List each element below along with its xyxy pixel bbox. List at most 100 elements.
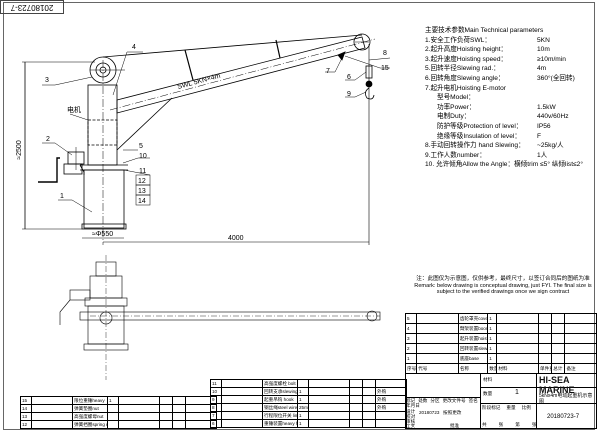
table-cell: 起升装置hoisting device xyxy=(457,333,489,344)
parameter-label: 型号Model： xyxy=(437,94,475,102)
table-row: 2回转装置slewing device1 xyxy=(404,343,597,354)
table-cell: 行程限位开关 limit xyxy=(262,411,298,420)
table-cell xyxy=(221,419,263,428)
revision-header: 标记 xyxy=(406,398,416,403)
table-cell xyxy=(416,343,459,354)
parameter-label: 7.起升电机Hoisting E-motor xyxy=(425,84,506,92)
revision-date: 20180723 xyxy=(419,410,440,415)
parameter-value: 360°(全回转) xyxy=(537,74,575,82)
parameter-value: 5KN xyxy=(537,36,550,44)
remark-cn: 注：此图仅为示意图，仅供参考，最终尺寸，以签订合同后的图纸为准 xyxy=(416,276,590,282)
table-cell: 12 xyxy=(20,420,32,429)
table-cell: 弹簧挡圈spring ring xyxy=(72,420,108,429)
table-cell xyxy=(185,412,217,421)
parameter-value: 10m xyxy=(537,46,550,54)
table-cell xyxy=(31,404,73,413)
table-cell xyxy=(185,396,217,405)
table-cell xyxy=(221,403,263,412)
table-cell: 名称 xyxy=(457,363,489,374)
table-cell xyxy=(551,313,566,324)
parameter-row: 型号Model： xyxy=(425,93,595,103)
parameter-label: 10. 允许倾角Allow the Angle：横倾trim ≤5° 纵倾lis… xyxy=(425,161,583,169)
table-cell xyxy=(349,403,363,412)
callout-3: 3 xyxy=(45,77,49,84)
table-cell: 13 xyxy=(20,412,32,421)
boom-tip-sheave xyxy=(353,33,371,51)
table-cell: 弹簧垫圈nut xyxy=(72,404,108,413)
parameter-row: 防护等级Protection of level：IP56 xyxy=(425,122,595,132)
table-cell xyxy=(551,353,566,364)
table-cell xyxy=(496,313,540,324)
table-cell: 1 xyxy=(297,419,309,428)
parameter-row: 7.起升电机Hoisting E-motor xyxy=(425,84,595,94)
parameter-label: 6.回转角度Slewing angle： xyxy=(425,74,505,82)
parameter-row: 电制Duty：440v/60Hz xyxy=(425,112,595,122)
table-cell: 钢丝绳steel wire dia. xyxy=(262,403,298,412)
table-cell xyxy=(362,387,376,396)
table-cell xyxy=(538,353,553,364)
table-cell xyxy=(308,411,350,420)
parameter-value: 1.5kW xyxy=(537,103,556,111)
table-cell xyxy=(308,387,350,396)
parameter-label: 绝缘等级Insulation of level： xyxy=(437,132,521,140)
parameter-row: 9.工作人数number：1人 xyxy=(425,151,595,161)
table-cell xyxy=(564,323,597,334)
parameter-label: 3.起升速度Hoisting speed： xyxy=(425,55,508,63)
column xyxy=(87,84,118,166)
parameter-row: 1.安全工作负荷SWL：5KN xyxy=(425,36,595,46)
table-cell xyxy=(31,412,73,421)
table-cell: 外购 xyxy=(375,403,407,412)
table-cell: 限位重锤heavy xyxy=(72,396,108,405)
table-cell: 1 xyxy=(487,313,498,324)
table-cell xyxy=(362,403,376,412)
parameter-row: 10. 允许倾角Allow the Angle：横倾trim ≤5° 纵倾lis… xyxy=(425,160,595,170)
table-cell xyxy=(349,411,363,420)
sheet-label: 张 xyxy=(498,422,504,427)
motor-label: 电机 xyxy=(67,105,81,114)
pedestal-base xyxy=(83,169,125,229)
role-label: 审核 xyxy=(406,419,416,424)
table-cell: 11 xyxy=(210,379,222,388)
table-cell xyxy=(221,411,263,420)
callout-4: 4 xyxy=(132,44,136,51)
table-cell xyxy=(496,323,540,334)
callout-2: 2 xyxy=(46,136,50,143)
callout-6: 6 xyxy=(347,74,351,81)
parameter-label: 功率Power： xyxy=(437,103,476,111)
table-cell: 材料 xyxy=(496,363,540,374)
title-block: 材料 数量 1 HI-SEA MARINE 5kNx4m电动起重机示意图 201… xyxy=(405,373,597,429)
table-cell: 1 xyxy=(487,323,498,334)
table-cell xyxy=(416,323,459,334)
table-cell: 起重吊钩 hook xyxy=(262,395,298,404)
table-cell xyxy=(159,412,173,421)
table-cell xyxy=(172,420,186,429)
height-dimension-label: ≈2500 xyxy=(16,140,23,160)
parameter-value: ≥10m/min xyxy=(537,55,566,63)
parameter-row: 2.起升高度Hoisting height：10m xyxy=(425,45,595,55)
radius-dimension-label: 4000 xyxy=(228,235,244,242)
parameter-value: IP56 xyxy=(537,122,551,130)
table-cell xyxy=(118,420,160,429)
table-cell xyxy=(564,333,597,344)
parameter-value: F xyxy=(537,132,542,140)
callout-7: 7 xyxy=(326,68,330,75)
table-cell xyxy=(538,343,553,354)
revision-header: 年月日 xyxy=(406,403,420,409)
material-label: 材料 xyxy=(483,377,493,382)
table-cell xyxy=(308,379,350,388)
parameter-row: 5.回转半径Slewing rad.：4m xyxy=(425,64,595,74)
table-cell xyxy=(118,396,160,405)
table-cell: 高强度螺母nut xyxy=(72,412,108,421)
callout-10: 10 xyxy=(139,153,147,160)
hand-crank xyxy=(38,157,60,183)
title-drawing-number: 20180723-7 xyxy=(547,414,580,420)
table-cell xyxy=(375,419,407,428)
table-cell: 齿轮罩壳cover xyxy=(457,313,489,324)
